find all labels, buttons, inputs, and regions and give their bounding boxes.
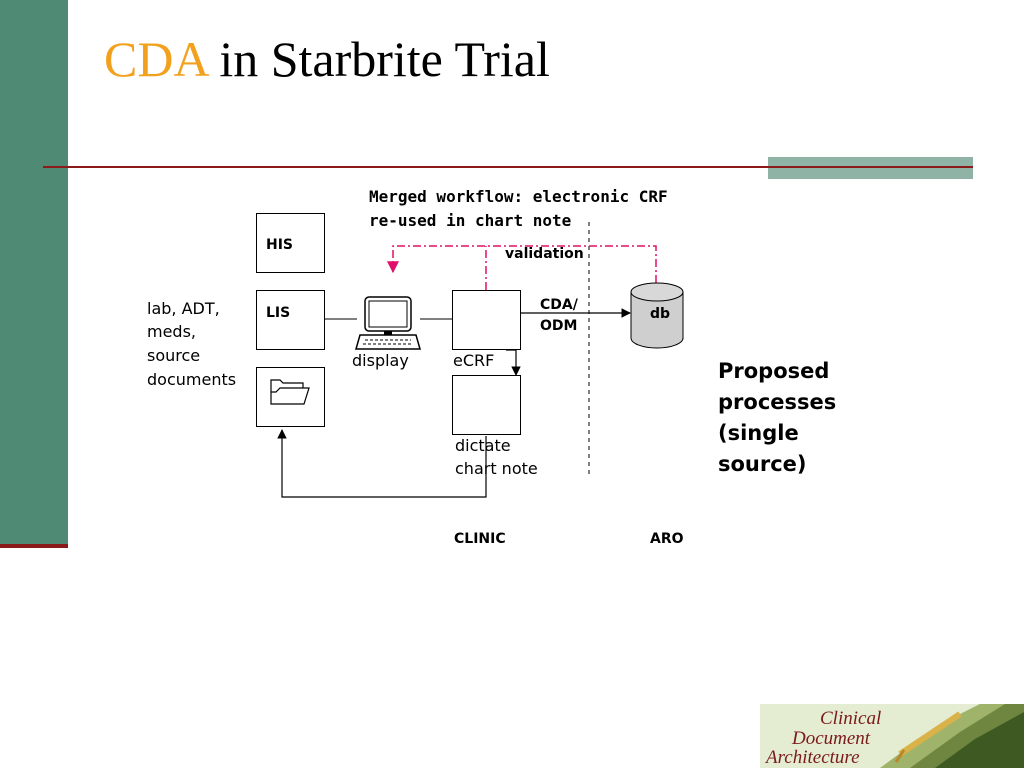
- lis-box: [256, 290, 325, 350]
- validation-label: validation: [505, 246, 584, 262]
- ecrf-label: eCRF: [453, 351, 495, 370]
- proposed-processes-note: Proposed processes (single source): [718, 356, 836, 480]
- logo-artwork: [760, 704, 1024, 768]
- merged-workflow-line1: Merged workflow: electronic CRF: [369, 187, 668, 206]
- his-box: [256, 213, 325, 273]
- ecrf-box: [452, 290, 521, 350]
- dictate-line2: chart note: [455, 459, 538, 478]
- folder-icon: [270, 379, 310, 405]
- logo-line1: Clinical: [820, 708, 882, 729]
- title-rule: [43, 166, 973, 168]
- title-accent: CDA: [104, 31, 207, 87]
- ecrf-to-dictate-arrow: [506, 349, 521, 376]
- dictate-to-documents-arrow: [277, 429, 487, 498]
- dictate-box: [452, 375, 521, 435]
- proposed-line3: (single: [718, 421, 799, 445]
- merged-workflow-line2: re-used in chart note: [369, 211, 572, 230]
- sources-line4: documents: [147, 370, 237, 389]
- proposed-line2: processes: [718, 390, 837, 414]
- display-label: display: [352, 351, 409, 370]
- validation-loop: [387, 245, 657, 283]
- db-cylinder: [630, 282, 684, 349]
- title-rest: in Starbrite Trial: [206, 31, 550, 87]
- dictate-line1: dictate: [455, 436, 511, 455]
- cda-odm-line2: ODM: [540, 318, 578, 334]
- lis-label: LIS: [266, 305, 291, 321]
- sources-line3: source: [147, 346, 201, 365]
- left-accent-bar: [0, 0, 68, 548]
- proposed-line4: source): [718, 452, 807, 476]
- logo-line3: Architecture: [766, 747, 860, 768]
- logo-line2: Document: [792, 728, 871, 749]
- cda-odm-line1: CDA/: [540, 297, 578, 313]
- cda-logo: Clinical Document Architecture: [760, 704, 1024, 768]
- db-label: db: [650, 306, 671, 322]
- sources-line2: meds,: [147, 322, 197, 341]
- left-accent-rule: [0, 544, 68, 548]
- slide-title: CDA in Starbrite Trial: [104, 32, 550, 87]
- his-label: HIS: [266, 237, 294, 253]
- clinic-label: CLINIC: [454, 531, 506, 547]
- title-rule-accent: [768, 157, 973, 179]
- proposed-line1: Proposed: [718, 359, 830, 383]
- documents-box: [256, 367, 325, 427]
- title-rule-stripe: [768, 166, 973, 168]
- sources-line1: lab, ADT,: [147, 299, 220, 318]
- aro-label: ARO: [650, 531, 684, 547]
- computer-icon: [355, 296, 421, 350]
